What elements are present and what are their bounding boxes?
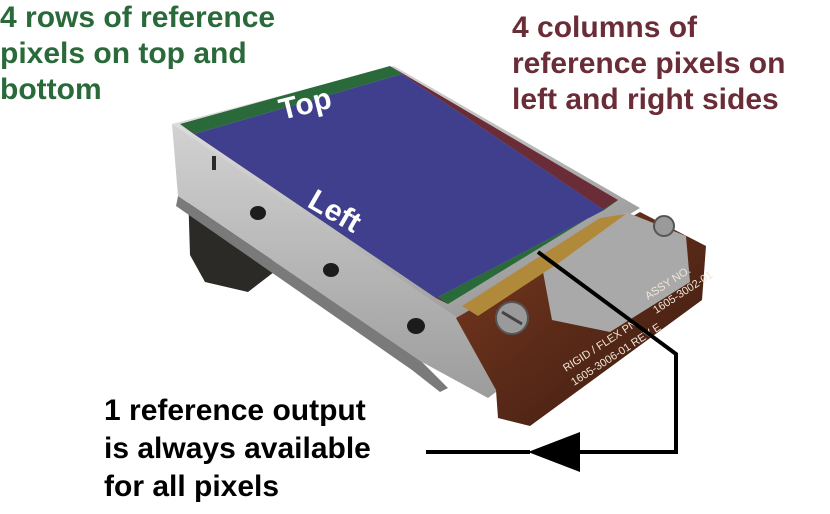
reference-output-leader [536,250,678,454]
sensor-active-area [194,74,604,298]
mount-slot [212,156,216,170]
mount-hole [407,318,425,334]
rows-caption: 4 rows of reference pixels on top and bo… [0,1,276,106]
housing-edge [176,196,448,392]
connector-strip [462,214,626,316]
output-caption: 1 reference output is always available f… [104,394,371,503]
mount-hole [250,206,266,220]
mount-hole [323,263,339,277]
screw-icon [653,215,675,237]
reference-rows-top [180,66,402,134]
reference-columns-right [390,66,618,210]
columns-caption: 4 columns of reference pixels on left an… [512,11,786,116]
housing-front [172,124,512,398]
reference-rows-bottom [436,200,618,304]
screw-slot [501,310,523,326]
arrow-head-icon [528,432,580,472]
